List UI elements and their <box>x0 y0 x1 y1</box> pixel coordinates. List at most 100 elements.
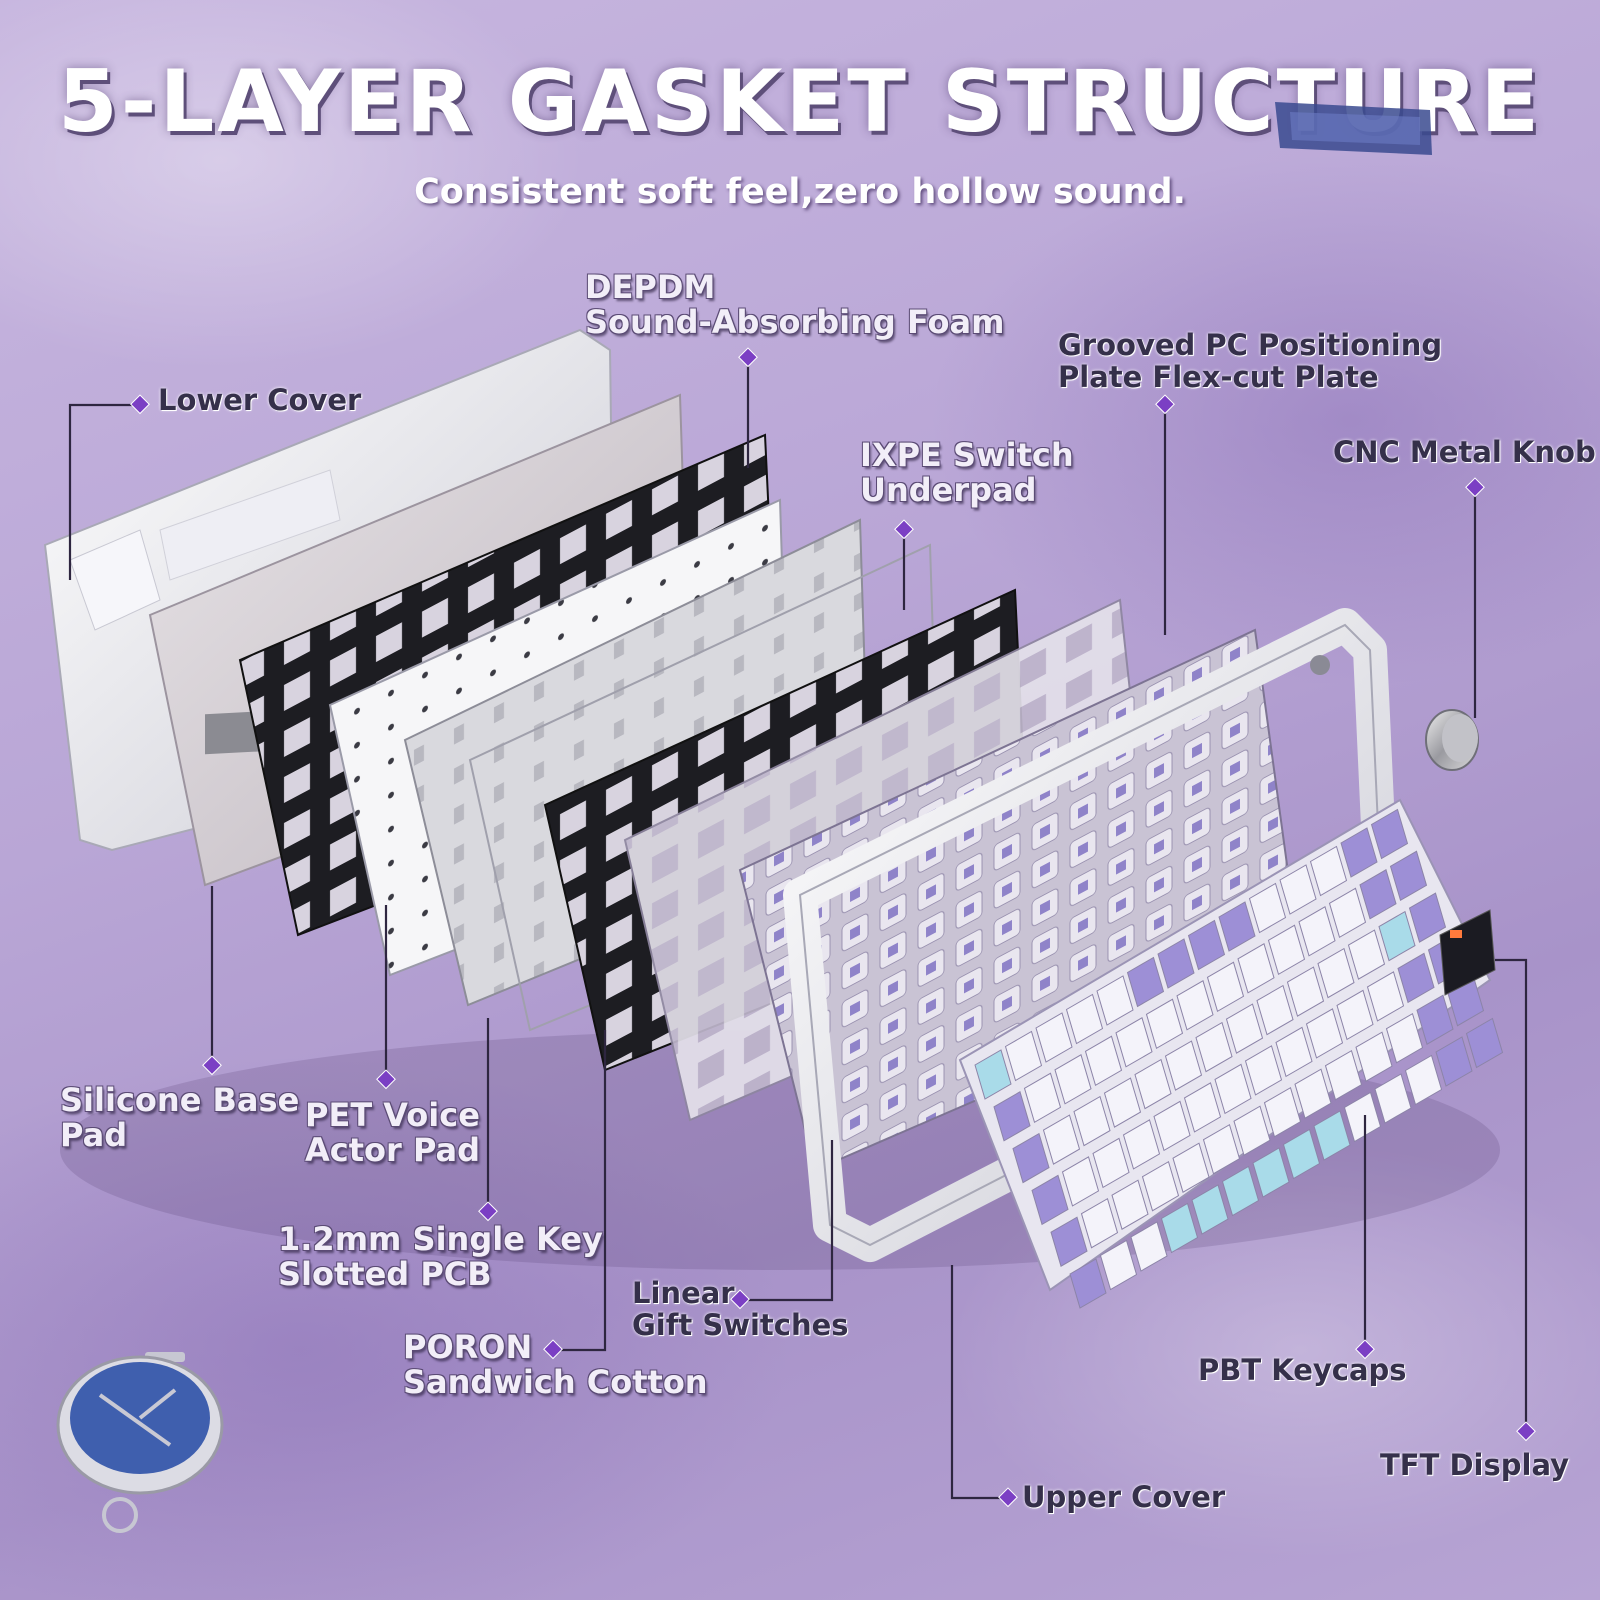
keycap <box>1309 845 1348 897</box>
keycap <box>1313 1110 1351 1161</box>
keycap <box>1286 966 1325 1017</box>
keycap <box>1389 850 1428 902</box>
keycap <box>1282 1128 1321 1180</box>
keycap <box>1195 1021 1233 1073</box>
keycap <box>1023 1072 1062 1124</box>
keycap <box>1465 1017 1504 1069</box>
keycap <box>1317 947 1355 999</box>
keycap <box>1103 1077 1142 1128</box>
keycap <box>1031 1174 1069 1226</box>
label-silicone-pad: Silicone Base Pad <box>60 1081 300 1155</box>
keycap <box>1359 869 1397 920</box>
keycap <box>1237 943 1275 994</box>
keycap <box>1336 989 1374 1041</box>
keycap <box>1004 1030 1043 1082</box>
keycap <box>1343 1091 1382 1143</box>
keycap <box>1305 1008 1344 1059</box>
keycap <box>1294 1068 1332 1119</box>
keycap <box>1111 1179 1149 1230</box>
label-tft-display: TFT Display <box>1380 1448 1570 1482</box>
keycap <box>1233 1105 1271 1156</box>
keycap <box>1073 1095 1111 1147</box>
keycap <box>1256 984 1294 1036</box>
label-lower-cover: Lower Cover <box>158 383 362 417</box>
keycap <box>1050 1216 1088 1267</box>
keycap <box>1214 1063 1252 1115</box>
keycap <box>1042 1114 1081 1165</box>
keycap <box>1069 1258 1107 1309</box>
keycap <box>1187 919 1226 971</box>
keycap <box>974 1049 1012 1100</box>
keycap <box>1279 864 1317 915</box>
keycap <box>1080 1197 1119 1249</box>
label-upper-cover: Upper Cover <box>1022 1480 1226 1514</box>
keycap <box>1202 1123 1241 1175</box>
keycap <box>1084 1035 1123 1087</box>
keycap <box>1134 1058 1172 1110</box>
keycap <box>1275 1026 1313 1078</box>
keycap <box>1263 1086 1302 1138</box>
keycap <box>1366 971 1405 1022</box>
keycap <box>1145 998 1184 1050</box>
label-depdm-foam: DEPDM Sound-Absorbing Foam <box>585 268 1005 342</box>
keycap <box>1096 975 1134 1026</box>
compass-decoration <box>56 1352 224 1533</box>
keycap <box>1035 1012 1073 1063</box>
label-markers <box>130 347 1536 1508</box>
keycap <box>1328 887 1367 939</box>
keycap <box>1324 1049 1363 1101</box>
keycap <box>1248 882 1287 934</box>
page-subtitle: Consistent soft feel,zero hollow sound. <box>414 172 1186 212</box>
keycap <box>1397 952 1435 1004</box>
keycap <box>1191 1184 1229 1235</box>
keycap <box>1160 1202 1199 1254</box>
keycap <box>1340 827 1378 878</box>
keycap-group <box>974 808 1504 1309</box>
keycap <box>1408 892 1447 943</box>
keycap <box>1221 1165 1260 1217</box>
keycap <box>1061 1156 1100 1207</box>
keycap <box>1012 1132 1050 1184</box>
keycap <box>993 1091 1031 1142</box>
keycap <box>1157 938 1195 989</box>
label-ixpe-underpad: IXPE Switch Underpad <box>860 436 1074 510</box>
label-pcb: 1.2mm Single Key Slotted PCB <box>278 1220 603 1294</box>
label-grooved-plate: Grooved PC Positioning Plate Flex-cut Pl… <box>1058 328 1443 394</box>
keycap <box>1099 1239 1138 1291</box>
keycap <box>1378 910 1416 962</box>
keycap <box>1355 1031 1393 1082</box>
keycap <box>1347 929 1386 980</box>
keycap <box>1126 956 1165 1008</box>
keycap <box>1370 808 1409 860</box>
keycap <box>1130 1221 1168 1272</box>
keycap <box>1225 1003 1264 1054</box>
keycap <box>1267 924 1306 976</box>
keycap <box>1115 1017 1153 1068</box>
label-pet-pad: PET Voice Actor Pad <box>305 1096 481 1170</box>
keycap <box>1244 1045 1283 1096</box>
keycap <box>1065 993 1104 1045</box>
label-linear-switches: Linear Gift Switches <box>632 1276 849 1342</box>
keycap <box>1141 1160 1180 1212</box>
keycap <box>1176 980 1214 1031</box>
keycap <box>1374 1073 1412 1124</box>
keycap <box>1404 1054 1443 1106</box>
keycap <box>1164 1040 1203 1091</box>
keycap <box>1054 1054 1092 1105</box>
keycap <box>1153 1100 1191 1152</box>
label-pbt-keycaps: PBT Keycaps <box>1198 1353 1407 1387</box>
keycap <box>1218 901 1256 952</box>
keycap <box>1122 1119 1161 1170</box>
keycap <box>1416 994 1454 1045</box>
keycap <box>1172 1142 1210 1193</box>
keycap <box>1385 1012 1424 1064</box>
leader-lines <box>68 358 1528 1500</box>
keycap <box>1435 1036 1473 1087</box>
keycap <box>1092 1137 1130 1189</box>
keycap <box>1206 961 1245 1013</box>
keycap <box>1298 906 1336 957</box>
keycap <box>1183 1082 1222 1133</box>
label-cnc-knob: CNC Metal Knob <box>1333 435 1596 469</box>
